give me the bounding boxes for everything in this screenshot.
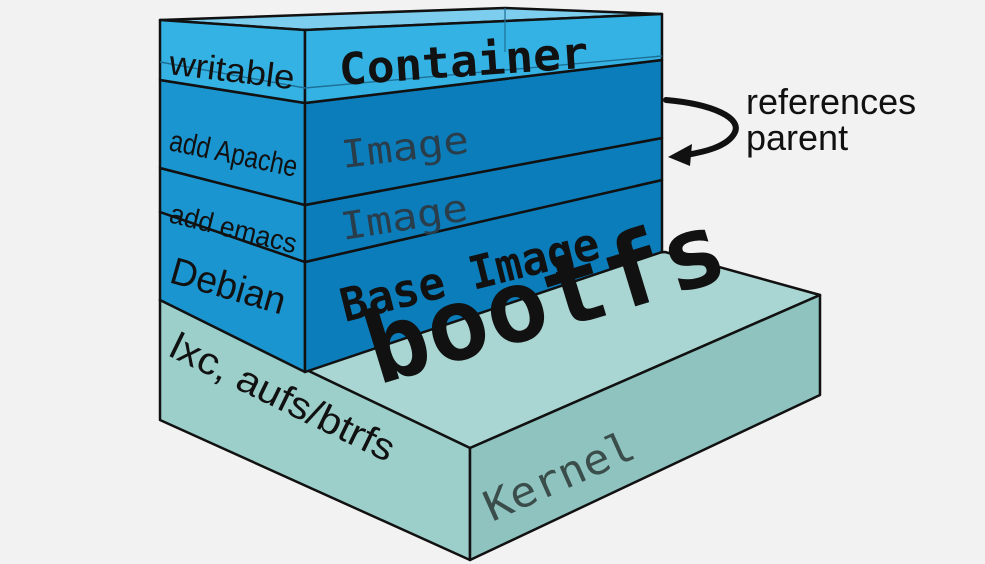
container-inner-edge (159, 55, 663, 89)
base-layer (158, 178, 664, 374)
annotation-parent: parent (746, 117, 848, 158)
annotation-references: references (746, 81, 916, 122)
kernel-right-face (468, 293, 822, 562)
curved-arrow-icon (663, 97, 739, 166)
image-apache-layer (158, 58, 664, 207)
container-layer (158, 6, 664, 105)
container-right-face (303, 12, 664, 105)
